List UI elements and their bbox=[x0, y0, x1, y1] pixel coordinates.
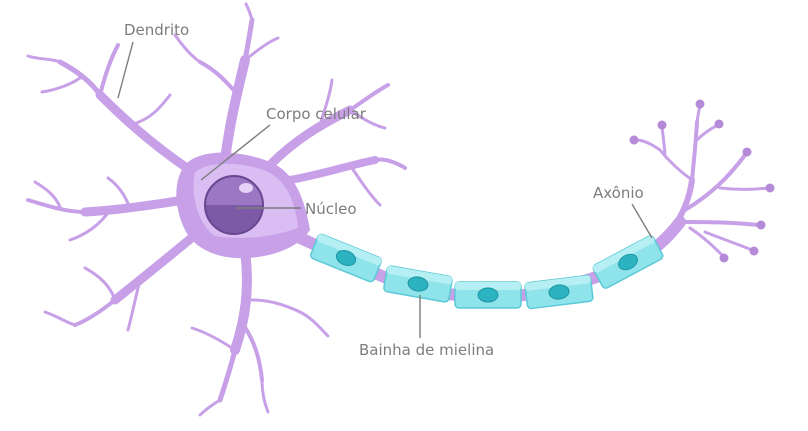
leader-line-axon bbox=[631, 203, 653, 239]
myelin-segment bbox=[592, 235, 664, 289]
myelin-label-group: Bainha de mielina bbox=[359, 295, 494, 359]
myelin-segment bbox=[524, 274, 594, 310]
nucleus-label-group: Núcleo bbox=[236, 200, 357, 218]
nucleus bbox=[204, 175, 264, 235]
myelin-sheath bbox=[310, 233, 664, 310]
myelin-segment bbox=[454, 281, 522, 309]
leader-line-cell-body bbox=[200, 124, 271, 181]
label-dendrite: Dendrito bbox=[124, 21, 189, 39]
label-nucleus: Núcleo bbox=[305, 200, 357, 218]
cell-body-label-group: Corpo celular bbox=[200, 105, 367, 181]
label-cell-body: Corpo celular bbox=[266, 105, 367, 123]
dendrite-label-group: Dendrito bbox=[117, 21, 189, 99]
myelin-segment bbox=[383, 265, 453, 303]
label-myelin-sheath: Bainha de mielina bbox=[359, 341, 494, 359]
axon-terminals bbox=[629, 99, 775, 263]
myelin-segment bbox=[310, 233, 382, 283]
axon-label-group: Axônio bbox=[593, 184, 653, 239]
dendrites bbox=[26, 2, 407, 417]
leader-line-dendrite bbox=[117, 41, 134, 99]
label-axon: Axônio bbox=[593, 184, 644, 202]
